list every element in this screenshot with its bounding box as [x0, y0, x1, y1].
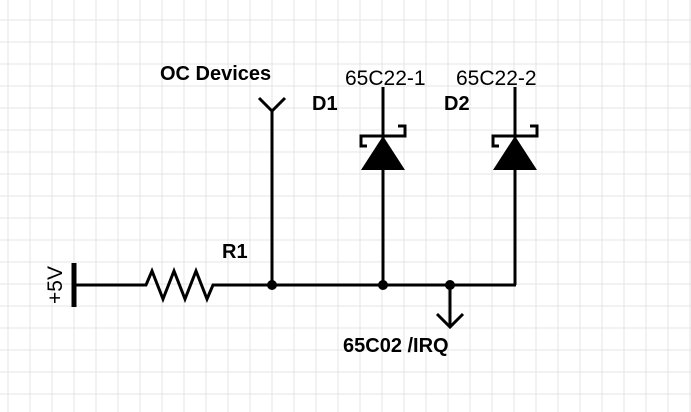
irq-output [435, 285, 465, 330]
diode-d2-label: D2 [444, 93, 470, 115]
power-symbol [71, 263, 118, 307]
diode-d2-part: 65C22-2 [456, 67, 537, 90]
junction-dot [267, 280, 277, 290]
diode-d1-label: D1 [312, 93, 338, 115]
power-label: +5V [44, 266, 67, 304]
diode-d1 [359, 87, 407, 285]
junction-dot [378, 280, 388, 290]
oc-devices-label: OC Devices [160, 63, 271, 85]
resistor-r1 [118, 266, 228, 304]
resistor-label: R1 [222, 241, 248, 263]
oc-devices-input [257, 96, 287, 285]
diode-d1-part: 65C22-1 [345, 67, 426, 90]
irq-label: 65C02 /IRQ [343, 335, 449, 357]
diode-d2 [491, 87, 539, 285]
junction-dot [445, 280, 455, 290]
